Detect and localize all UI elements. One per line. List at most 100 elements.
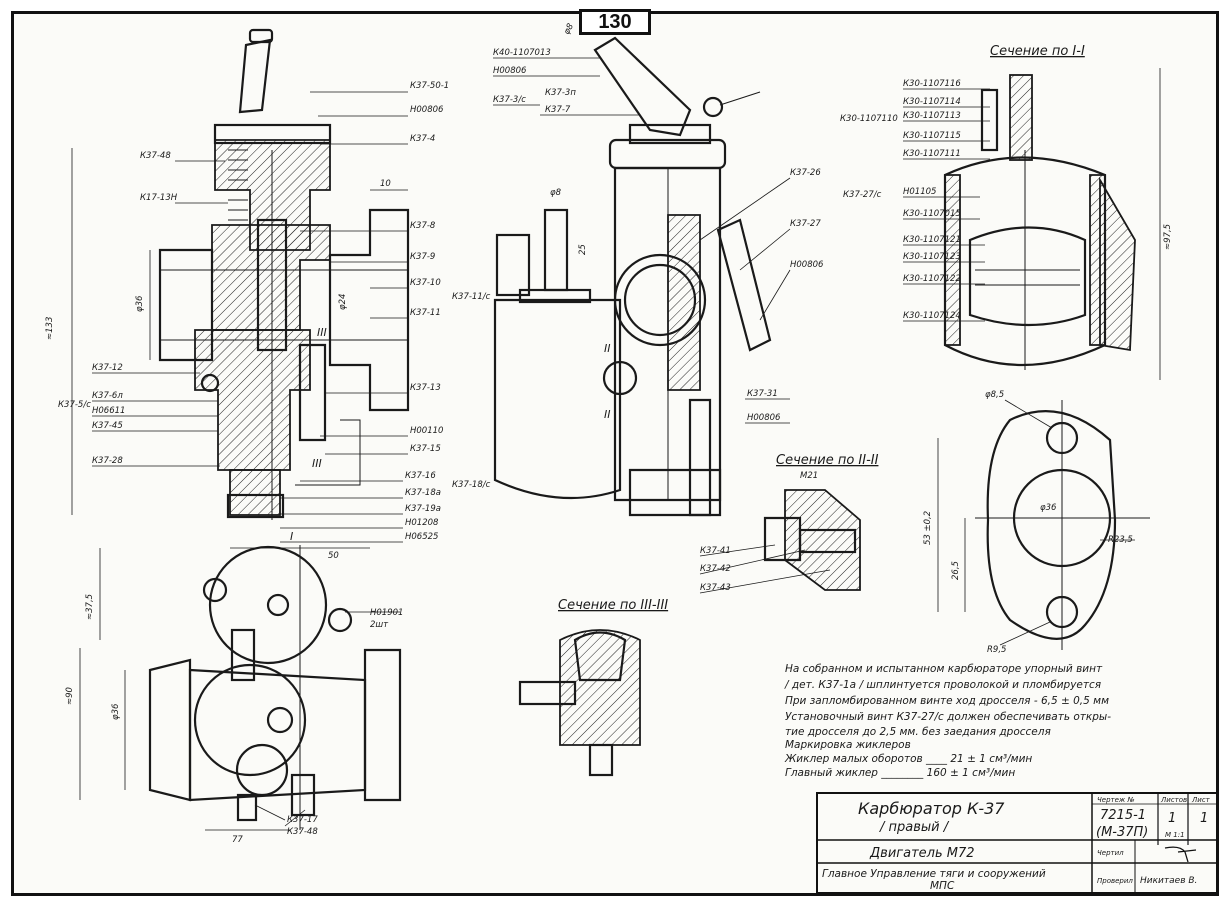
bottom-view: Н01901 2шт К37-17 К37-48 50 ≈37,5 ≈90 φ3… bbox=[65, 545, 403, 845]
label-k30-1107122: К30-1107122 bbox=[903, 274, 961, 284]
label-k17-13n: К17-13Н bbox=[140, 193, 178, 203]
title-sheet-label: Лист bbox=[1191, 796, 1211, 804]
dim-r23-5: R23,5 bbox=[1108, 535, 1133, 545]
note-line-1: На собранном и испытанном карбюраторе уп… bbox=[785, 663, 1103, 675]
label-k37-28: К37-28 bbox=[92, 456, 123, 466]
title-checked-label: Проверил bbox=[1097, 877, 1133, 885]
label-n01901: Н01901 bbox=[370, 608, 403, 618]
label-k30-1107113: К30-1107113 bbox=[903, 111, 961, 121]
left-view-right-labels: К37-50-1 Н00806 К37-4 К37-8 К37-9 К37-10… bbox=[280, 81, 491, 543]
label-k37-3n: К37-3п bbox=[545, 88, 576, 98]
dim-center-8b: φ8 bbox=[562, 21, 576, 36]
title-org-line2: МПС bbox=[930, 880, 955, 892]
dim-50: 50 bbox=[328, 551, 339, 561]
dim-26-5: 26,5 bbox=[951, 561, 961, 580]
note-line-2: / дет. К37-1а / шплинтуется проволокой и… bbox=[784, 679, 1101, 691]
notes-block: На собранном и испытанном карбюраторе уп… bbox=[784, 663, 1111, 779]
dim-center-25: 25 bbox=[578, 244, 588, 255]
label-k37-10: К37-10 bbox=[410, 278, 441, 288]
label-k37-5c: К37-5/с bbox=[58, 400, 91, 410]
label-k37-11: К37-11 bbox=[410, 308, 441, 318]
label-k37-45: К37-45 bbox=[92, 421, 123, 431]
roman-mark-3: III bbox=[317, 326, 327, 339]
label-k37-15: К37-15 bbox=[410, 444, 441, 454]
roman-mark-2: II bbox=[604, 408, 611, 421]
title-engine: Двигатель М72 bbox=[869, 846, 975, 861]
roman-mark-5: I bbox=[290, 530, 293, 543]
section-1-title: Сечение по I-I bbox=[990, 44, 1085, 59]
title-sheet: 1 bbox=[1200, 811, 1208, 826]
label-k37-41: К37-41 bbox=[700, 546, 731, 556]
dim-bottom-36: φ36 bbox=[111, 703, 121, 720]
label-n00110: Н00110 bbox=[410, 426, 443, 436]
section-2-title: Сечение по II-II bbox=[776, 453, 879, 468]
roman-mark-4: III bbox=[312, 457, 322, 470]
left-view-left-labels: К37-48 К17-13Н К37-12 К37-6л Н06611 К37-… bbox=[45, 148, 408, 515]
dim-bore-36: φ36 bbox=[1040, 503, 1057, 513]
center-view bbox=[493, 36, 772, 517]
label-n00806: Н00806 bbox=[410, 105, 444, 115]
label-k37-4: К37-4 bbox=[410, 134, 435, 144]
label-k37-48-b: К37-48 bbox=[287, 827, 318, 837]
label-k37-7: К37-7 bbox=[545, 105, 571, 115]
label-k30-1107123: К30-1107123 bbox=[903, 252, 961, 262]
title-drawn-label: Чертил bbox=[1097, 849, 1124, 857]
title-drawing-no: 7215-1 bbox=[1100, 808, 1146, 823]
dim-53: 53 ±0,2 bbox=[923, 511, 933, 545]
label-k37-31: К37-31 bbox=[747, 389, 778, 399]
label-n06525: Н06525 bbox=[405, 532, 438, 542]
label-k30-1107116: К30-1107116 bbox=[903, 79, 961, 89]
dim-24: φ24 bbox=[338, 294, 348, 310]
label-center-n00806: Н00806 bbox=[493, 66, 527, 76]
label-n01105: Н01105 bbox=[903, 187, 936, 197]
label-k37-42: К37-42 bbox=[700, 564, 731, 574]
title-sheets-label: Листов bbox=[1160, 796, 1187, 804]
title-sheets: 1 bbox=[1168, 811, 1176, 826]
label-k37-6l: К37-6л bbox=[92, 391, 123, 401]
dim-hole-8-5: φ8,5 bbox=[985, 390, 1004, 400]
dim-r9-5: R9,5 bbox=[987, 645, 1006, 655]
label-k37-12: К37-12 bbox=[92, 363, 123, 373]
label-2sht: 2шт bbox=[370, 620, 389, 630]
title-name-sub: / правый / bbox=[879, 820, 950, 835]
title-name: Карбюратор К-37 bbox=[858, 799, 1005, 818]
page-number: 130 bbox=[579, 9, 651, 35]
title-drawing-no-sub: (М-37П) bbox=[1096, 825, 1148, 840]
title-scale: М 1:1 bbox=[1165, 831, 1185, 839]
dim-133: ≈133 bbox=[45, 317, 55, 340]
label-k37-8: К37-8 bbox=[410, 221, 436, 231]
section-1-labels: К30-1107116 К30-1107114 К30-1107113 К30-… bbox=[840, 68, 1173, 380]
label-k37-18c: К37-18/с bbox=[452, 480, 491, 490]
label-k30-1107121: К30-1107121 bbox=[903, 235, 961, 245]
note-line-7: Жиклер малых оборотов ____ 21 ± 1 см³/ми… bbox=[784, 753, 1032, 765]
title-checked-name: Никитаев В. bbox=[1140, 876, 1197, 886]
label-k37-11c: К37-11/с bbox=[452, 292, 491, 302]
title-drawing-no-label: Чертеж № bbox=[1097, 796, 1135, 804]
dim-center-8: φ8 bbox=[550, 188, 562, 198]
label-k37-19a: К37-19а bbox=[405, 504, 441, 514]
label-k37-27c: К37-27/с bbox=[843, 190, 882, 200]
title-block: Карбюратор К-37 / правый / Двигатель М72… bbox=[816, 792, 1218, 894]
label-n06611: Н06611 bbox=[92, 406, 125, 416]
label-k37-27: К37-27 bbox=[790, 219, 821, 229]
dim-10: 10 bbox=[380, 179, 391, 189]
label-k30-1107115: К30-1107115 bbox=[903, 131, 961, 141]
center-view-labels: К40-1107013 Н00806 К37-3/с К37-3п К37-7 … bbox=[290, 21, 882, 543]
label-k37-9: К37-9 bbox=[410, 252, 435, 262]
label-k37-18a: К37-18а bbox=[405, 488, 441, 498]
note-line-8: Главный жиклер ________ 160 ± 1 см³/мин bbox=[785, 767, 1015, 779]
label-center-n00806-b: Н00806 bbox=[790, 260, 824, 270]
dim-77: 77 bbox=[232, 835, 243, 845]
note-line-6: Маркировка жиклеров bbox=[785, 739, 911, 751]
title-org-line1: Главное Управление тяги и сооружений bbox=[822, 868, 1046, 880]
label-k37-48: К37-48 bbox=[140, 151, 171, 161]
roman-mark-1: II bbox=[604, 342, 611, 355]
label-center-n00806-c: Н00806 bbox=[747, 413, 781, 423]
label-n01208: Н01208 bbox=[405, 518, 439, 528]
label-k37-3c: К37-3/с bbox=[493, 95, 526, 105]
label-k40-1107013: К40-1107013 bbox=[493, 48, 551, 58]
left-section-view bbox=[158, 28, 410, 520]
section-1-1: Сечение по I-I bbox=[943, 44, 1136, 370]
label-k37-16: К37-16 bbox=[405, 471, 436, 481]
